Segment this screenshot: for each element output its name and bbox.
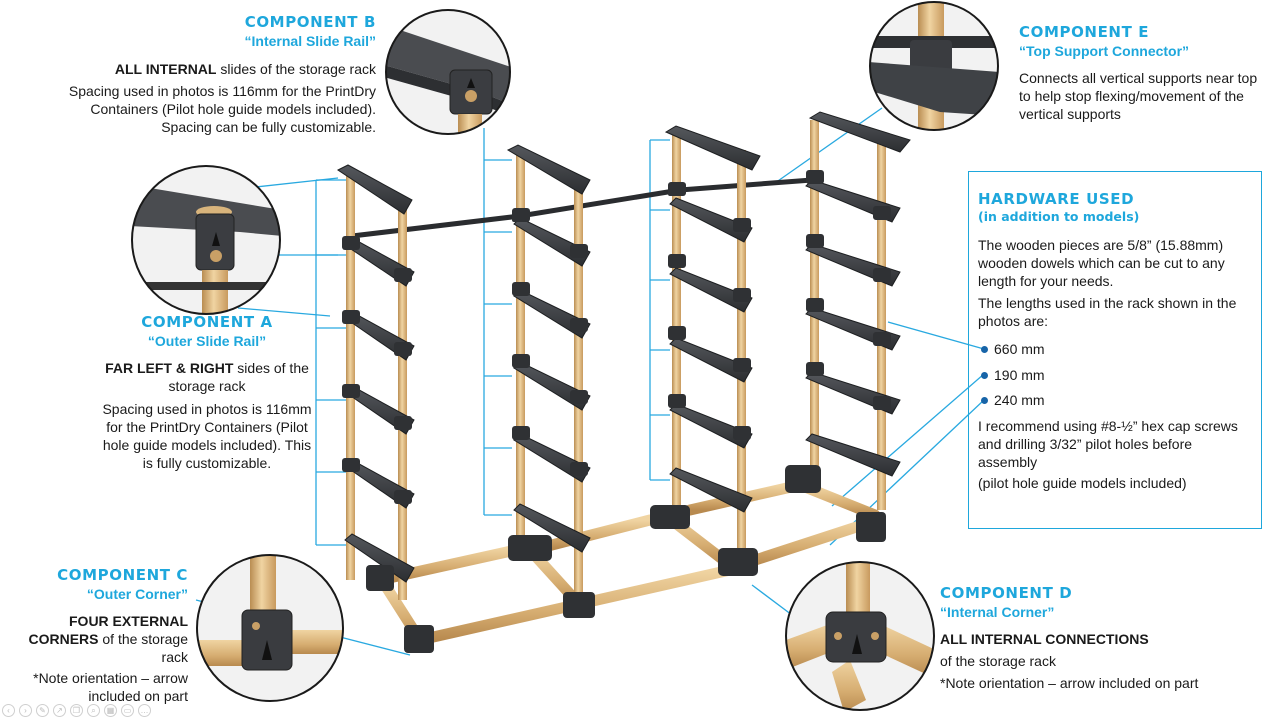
component-b-label: COMPONENT B	[40, 13, 376, 32]
hardware-p4: (pilot hole guide models included)	[978, 475, 1187, 491]
component-e-text: COMPONENT E “Top Support Connector” Conn…	[1019, 23, 1259, 123]
component-b-line1: ALL INTERNAL slides of the storage rack	[114, 61, 376, 77]
prev-icon[interactable]: ‹	[2, 704, 15, 717]
component-c-title: COMPONENT C	[57, 566, 188, 584]
component-c-text: COMPONENT C “Outer Corner” FOUR EXTERNAL…	[14, 566, 188, 705]
length-item: 660 mm	[981, 341, 1045, 357]
bullet-icon	[981, 372, 988, 379]
hardware-title: HARDWARE USED	[978, 190, 1135, 208]
component-a-text: COMPONENT A “Outer Slide Rail” FAR LEFT …	[102, 313, 312, 472]
hardware-subtitle: (in addition to models)	[978, 209, 1140, 224]
hardware-p1: The wooden pieces are 5/8” (15.88mm) woo…	[978, 237, 1225, 289]
component-e-subtitle: “Top Support Connector”	[1019, 43, 1190, 59]
component-d-note: *Note orientation – arrow included on pa…	[940, 675, 1199, 691]
component-a-subtitle: “Outer Slide Rail”	[147, 333, 267, 349]
outer-slide-rail-left	[337, 164, 434, 653]
hardware-p2: The lengths used in the rack shown in th…	[978, 295, 1237, 329]
pointer-icon[interactable]: ↗	[53, 704, 66, 717]
length-item: 190 mm	[981, 367, 1045, 383]
internal-slide-rail-2	[650, 125, 761, 576]
component-a-line1: FAR LEFT & RIGHT sides of the storage ra…	[105, 360, 309, 394]
length-item: 240 mm	[981, 392, 1045, 408]
component-b-zoom	[385, 9, 511, 135]
bullet-icon	[981, 346, 988, 353]
outer-slide-rail-right	[785, 111, 911, 542]
zoom-icon[interactable]: ⌕	[87, 704, 100, 717]
component-d-subtitle: “Internal Corner”	[940, 604, 1055, 620]
component-a-desc: Spacing used in photos is 116mm for the …	[102, 401, 312, 471]
component-e-title: COMPONENT E	[1019, 23, 1150, 41]
component-c-subtitle: “Outer Corner”	[86, 586, 188, 602]
component-d-line2: of the storage rack	[940, 653, 1056, 669]
viewer-toolbar: ‹ › ✎ ↗ ❐ ⌕ ▦ ▭ …	[2, 704, 151, 718]
more-icon[interactable]: …	[138, 704, 151, 717]
component-b-subtitle: “Internal Slide Rail”	[244, 33, 376, 49]
component-d-line1: ALL INTERNAL CONNECTIONS	[940, 631, 1149, 647]
leader-lines	[195, 107, 985, 656]
component-e-desc: Connects all vertical supports near top …	[1019, 70, 1258, 122]
component-b-title: COMPONENT B	[244, 13, 376, 31]
bullet-icon	[981, 397, 988, 404]
component-a-title: COMPONENT A	[141, 313, 273, 331]
screen-icon[interactable]: ▭	[121, 704, 134, 717]
component-a-zoom	[131, 165, 281, 315]
component-c-zoom	[196, 554, 344, 702]
component-d-text: COMPONENT D “Internal Corner” ALL INTERN…	[940, 584, 1240, 692]
component-b-desc: Spacing used in photos is 116mm for the …	[68, 83, 376, 135]
hardware-box: HARDWARE USED (in addition to models) Th…	[968, 171, 1262, 529]
hardware-p3: I recommend using #8-½” hex cap screws a…	[978, 418, 1238, 470]
component-e-zoom	[869, 1, 999, 131]
component-b-text: “Internal Slide Rail” ALL INTERNAL slide…	[40, 13, 376, 136]
component-c-note: *Note orientation – arrow included on pa…	[33, 670, 188, 704]
component-d-title: COMPONENT D	[940, 584, 1073, 602]
component-c-line1: FOUR EXTERNAL CORNERS of the storage rac…	[28, 613, 188, 665]
copy-icon[interactable]: ❐	[70, 704, 83, 717]
pen-icon[interactable]: ✎	[36, 704, 49, 717]
storage-rack	[337, 111, 911, 653]
component-d-zoom	[785, 561, 935, 711]
grid-icon[interactable]: ▦	[104, 704, 117, 717]
next-icon[interactable]: ›	[19, 704, 32, 717]
